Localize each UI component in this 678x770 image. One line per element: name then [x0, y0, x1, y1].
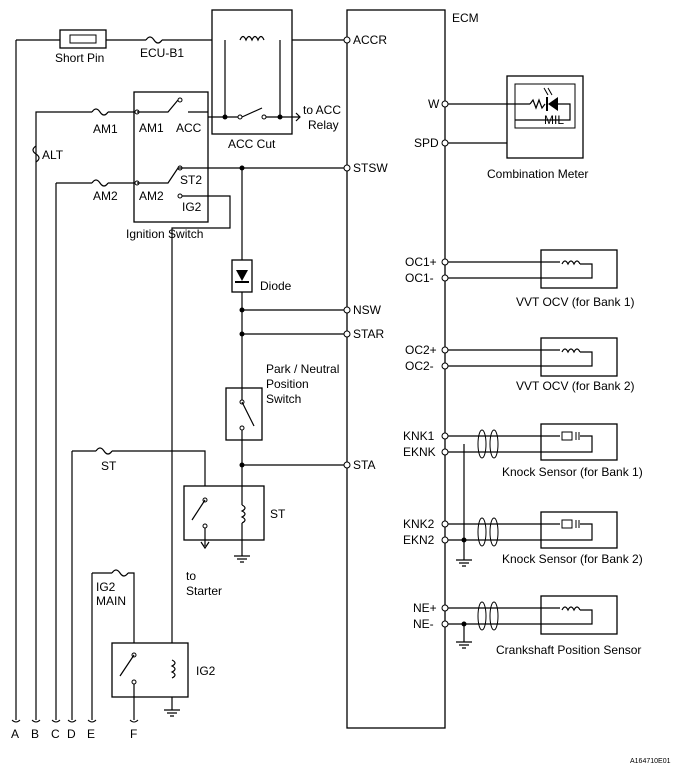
vvt1-label: VVT OCV (for Bank 1) [516, 295, 634, 309]
acc-cut-coil-icon [239, 35, 265, 42]
ignition-switch [133, 91, 209, 223]
ig2-main-label-2: MAIN [96, 594, 126, 608]
connector-e: E [87, 727, 95, 741]
acc-cut-relay [208, 9, 293, 135]
to-acc-arrow [292, 112, 301, 122]
pin-accr: ACCR [353, 33, 387, 47]
pin-sta: STA [353, 458, 375, 472]
knock2-label: Knock Sensor (for Bank 2) [502, 552, 643, 566]
knock-sensor-bank2 [441, 511, 618, 567]
mil-resistor-icon [529, 98, 546, 110]
am2-fuse-icon [91, 179, 109, 187]
ecm-box [346, 9, 446, 729]
crank-label: Crankshaft Position Sensor [496, 643, 641, 657]
pin-spd: SPD [414, 136, 439, 150]
ig2-relay [92, 569, 189, 720]
combination-meter [441, 75, 584, 159]
pin-nsw: NSW [353, 303, 382, 317]
pin-oc2p: OC2+ [405, 343, 437, 357]
sw-am1: AM1 [139, 121, 164, 135]
ignition-switch-label: Ignition Switch [126, 227, 203, 241]
pnp-label-3: Switch [266, 392, 301, 406]
connector-a: A [11, 727, 19, 741]
sw-am2: AM2 [139, 189, 164, 203]
stsw-line [171, 164, 351, 710]
ecm-title: ECM [452, 11, 479, 25]
bus-lines [15, 40, 93, 720]
connector-breaks [11, 719, 139, 723]
st-fuse-label: ST [101, 459, 117, 473]
connector-f: F [130, 727, 137, 741]
am1-line [32, 108, 137, 163]
connector-d: D [67, 727, 76, 741]
figure-id: A164710E01 [630, 758, 671, 765]
to-starter-label-1: to [186, 569, 196, 583]
connector-c: C [51, 727, 60, 741]
am2-line [56, 179, 137, 187]
st-fuse-line [72, 447, 206, 486]
pin-knk1: KNK1 [403, 429, 435, 443]
ecu-b1-label: ECU-B1 [140, 46, 184, 60]
vvt2-coil-icon [561, 348, 581, 354]
connector-b: B [31, 727, 39, 741]
diode-label: Diode [260, 279, 292, 293]
park-neutral-switch [225, 387, 263, 486]
alt-label: ALT [42, 148, 64, 162]
vvt2-label: VVT OCV (for Bank 2) [516, 379, 634, 393]
ecu-b1-fuse-icon [145, 36, 163, 44]
pin-nem: NE- [413, 617, 434, 631]
sw-ig2: IG2 [182, 200, 202, 214]
ig2-coil-icon [170, 659, 176, 679]
pnp-label-1: Park / Neutral [266, 362, 339, 376]
pin-nep: NE+ [413, 601, 437, 615]
pin-oc1p: OC1+ [405, 255, 437, 269]
to-acc-label: to ACC [303, 103, 341, 117]
short-pin-label: Short Pin [55, 51, 104, 65]
am1-label: AM1 [93, 122, 118, 136]
pin-eknk: EKNK [403, 445, 436, 459]
knock1-label: Knock Sensor (for Bank 1) [502, 465, 643, 479]
knock-sensor-bank1 [441, 423, 618, 560]
pin-star: STAR [353, 327, 384, 341]
ig2-relay-label: IG2 [196, 664, 216, 678]
st-relay [183, 485, 265, 563]
st-relay-label: ST [270, 507, 286, 521]
short-pin-fuse [59, 29, 107, 49]
vvt1-coil-icon [561, 260, 581, 266]
ig2-main-fuse-icon [111, 569, 129, 577]
st-coil-icon [240, 504, 246, 524]
pin-knk2: KNK2 [403, 517, 435, 531]
sw-acc: ACC [176, 121, 202, 135]
pin-ekn2: EKN2 [403, 533, 435, 547]
pin-stsw: STSW [353, 161, 388, 175]
alt-fuse-icon [32, 145, 40, 163]
st-fuse-icon [95, 447, 113, 455]
crank-coil-icon [561, 606, 581, 612]
vvt-ocv-bank2 [441, 337, 618, 377]
to-starter-label-2: Starter [186, 584, 222, 598]
pin-oc1m: OC1- [405, 271, 434, 285]
combination-meter-label: Combination Meter [487, 167, 588, 181]
mil-label: MIL [544, 113, 564, 127]
crankshaft-sensor [441, 595, 618, 649]
pin-oc2m: OC2- [405, 359, 434, 373]
vvt-ocv-bank1 [441, 249, 618, 289]
diode [231, 259, 253, 388]
acc-cut-label: ACC Cut [228, 137, 276, 151]
pnp-label-2: Position [266, 377, 309, 391]
relay-label: Relay [308, 118, 339, 132]
ig2-main-label-1: IG2 [96, 580, 116, 594]
am2-label: AM2 [93, 189, 118, 203]
sw-st2: ST2 [180, 173, 202, 187]
pin-w: W [428, 97, 440, 111]
am1-fuse-icon [91, 108, 109, 116]
